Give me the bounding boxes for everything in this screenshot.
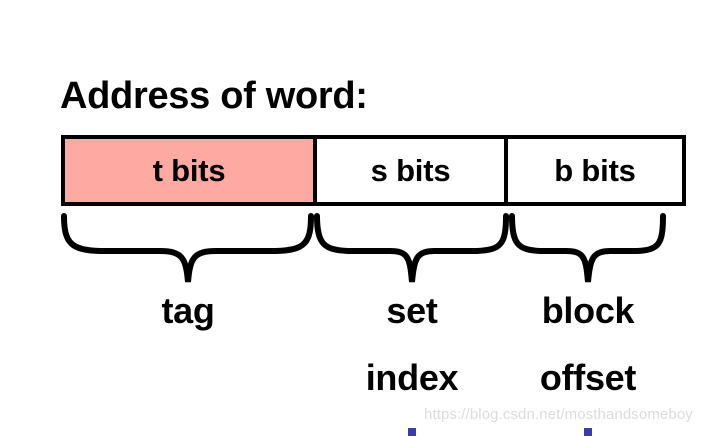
blue-square-marker-right <box>584 428 592 436</box>
label-index: index <box>365 357 459 398</box>
brace-set-index <box>314 213 509 283</box>
address-field-bar: t bits s bits b bits <box>61 135 686 206</box>
label-set: set <box>386 290 438 331</box>
label-tag: tag <box>161 290 215 331</box>
brace-group <box>61 213 666 283</box>
label-offset: offset <box>539 357 637 398</box>
address-field-block-offset: b bits <box>504 139 682 202</box>
label-block: block <box>541 290 635 331</box>
address-field-tag: t bits <box>65 139 313 202</box>
brace-tag <box>61 213 314 283</box>
watermark-text: https://blog.csdn.net/mosthandsomeboy <box>424 406 693 423</box>
address-field-set-index: s bits <box>313 139 504 202</box>
brace-block-offset <box>509 213 666 283</box>
page-title: Address of word: <box>60 75 368 117</box>
blue-square-marker-left <box>408 428 416 436</box>
